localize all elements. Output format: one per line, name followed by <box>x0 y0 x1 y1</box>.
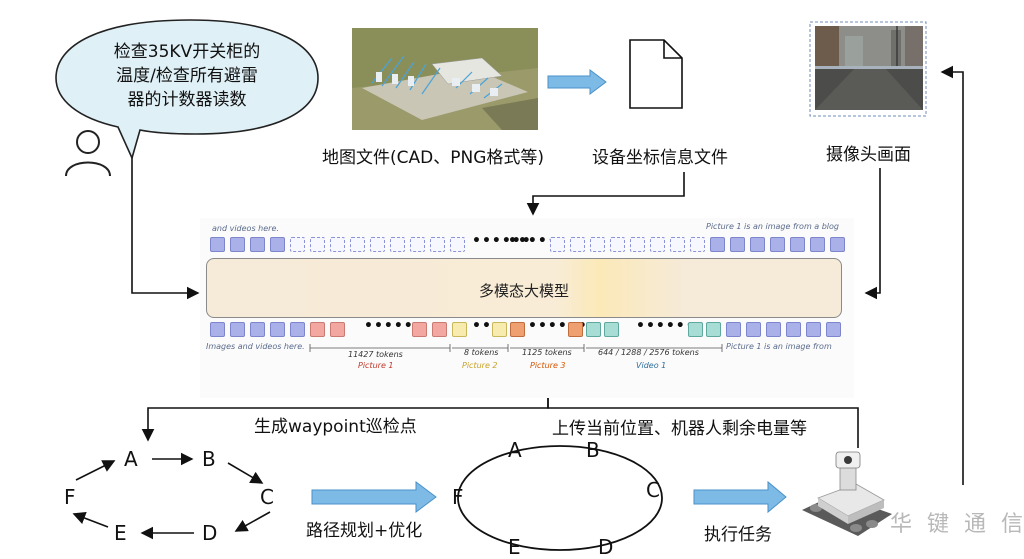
upload-status-label: 上传当前位置、机器人剩余电量等 <box>552 419 807 439</box>
top-dots: •••••• <box>472 233 532 249</box>
camera-frame <box>809 21 927 117</box>
bottom-caption-right: Picture 1 is an image from <box>726 342 832 351</box>
model-title: 多模态大模型 <box>478 282 569 300</box>
coord-file-label: 设备坐标信息文件 <box>592 148 728 168</box>
top-caption-right: Picture 1 is an image from a blog <box>706 222 840 231</box>
right-node-a: A <box>508 438 522 462</box>
path-planning-label: 路径规划+优化 <box>306 521 423 541</box>
left-node-c: C <box>260 485 274 509</box>
segment-3-tokens: 1125 tokens <box>522 348 572 357</box>
segment-4-tokens: 644 / 1288 / 2576 tokens <box>598 348 699 357</box>
user-query-text: 检查35KV开关柜的 温度/检查所有避雷 器的计数器读数 <box>113 42 261 110</box>
execute-task-label: 执行任务 <box>704 525 772 545</box>
document-icon <box>629 39 683 109</box>
bottom-caption-left: Images and videos here. <box>206 342 305 351</box>
segment-1-tokens: 11427 tokens <box>348 350 403 359</box>
segment-1-name: Picture 1 <box>358 361 394 370</box>
segment-2-tokens: 8 tokens <box>464 348 499 357</box>
left-node-a: A <box>124 447 138 471</box>
segment-2-name: Picture 2 <box>462 361 498 370</box>
substation-map-image <box>352 28 538 130</box>
bottom-dots-4: •••••• <box>636 318 696 334</box>
token-span-rules <box>309 344 723 352</box>
path-planning-arrow <box>311 481 437 513</box>
speech-bubble <box>55 19 319 161</box>
optimized-route-ellipse <box>457 445 663 551</box>
execute-arrow <box>693 480 787 514</box>
watermark-text: 华 键 通 信 <box>890 512 1024 537</box>
camera-to-model-line <box>864 168 881 300</box>
segment-3-name: Picture 3 <box>530 361 566 370</box>
right-node-d: D <box>598 535 614 559</box>
user-to-model-line <box>131 135 200 300</box>
right-node-e: E <box>508 535 521 559</box>
multimodal-model-panel: and videos here. Picture 1 is an image f… <box>200 218 854 398</box>
camera-label: 摄像头画面 <box>826 145 911 165</box>
bottom-dots-1: •••••• <box>364 318 424 334</box>
map-to-file-arrow <box>547 69 607 95</box>
segment-4-name: Video 1 <box>636 361 667 370</box>
edge-f-a <box>75 460 116 481</box>
person-icon <box>65 130 111 177</box>
right-node-b: B <box>586 438 600 462</box>
map-file-label: 地图文件(CAD、PNG格式等) <box>322 148 544 168</box>
edge-b-c <box>227 462 264 484</box>
camera-image <box>815 26 923 110</box>
edge-c-d <box>234 511 271 532</box>
edge-e-f <box>72 512 109 528</box>
coord-to-model-line <box>526 172 685 216</box>
robot-to-camera-line <box>940 65 964 485</box>
inspection-robot-image <box>796 444 906 544</box>
left-node-e: E <box>114 521 127 545</box>
left-node-f: F <box>64 485 76 509</box>
left-node-b: B <box>202 447 216 471</box>
generate-waypoint-label: 生成waypoint巡检点 <box>254 417 417 437</box>
left-node-d: D <box>202 521 218 545</box>
right-node-f: F <box>452 485 464 509</box>
top-caption-left: and videos here. <box>212 224 279 233</box>
model-box: 多模态大模型 <box>206 258 842 318</box>
right-node-c: C <box>646 478 660 502</box>
